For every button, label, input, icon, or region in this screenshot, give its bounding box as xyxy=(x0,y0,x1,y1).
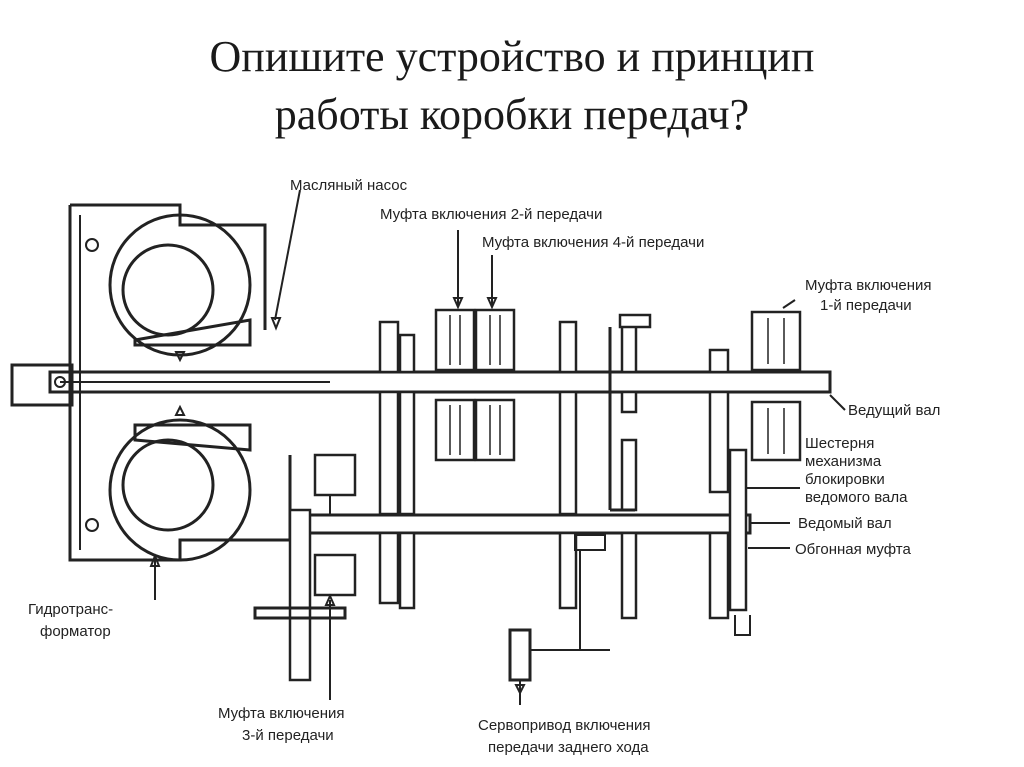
output-shaft-gears xyxy=(288,438,748,682)
label-clutch-2: Муфта включения 2-й передачи xyxy=(380,206,602,223)
label-clutch-1-line2: 1-й передачи xyxy=(820,297,912,314)
lock-mechanism xyxy=(574,313,652,551)
label-reverse-servo-line2: передачи заднего хода xyxy=(488,739,649,756)
label-lock-gear-line4: ведомого вала xyxy=(805,489,908,506)
clutch-3-shaft xyxy=(253,606,347,620)
label-oil-pump: Масляный насос xyxy=(290,177,408,194)
label-torque-converter-line1: Гидротранс- xyxy=(28,601,113,618)
label-clutch-3-line2: 3-й передачи xyxy=(242,727,334,744)
label-lock-gear-line2: механизма xyxy=(805,453,882,470)
slide-title: Опишите устройство и принцип работы коро… xyxy=(0,28,1024,144)
gearbox-diagram: Масляный насос Муфта включения 2-й перед… xyxy=(10,177,940,756)
label-lock-gear-line1: Шестерня xyxy=(805,435,874,452)
label-lock-gear-line3: блокировки xyxy=(805,471,885,488)
clutch-1-pack xyxy=(750,310,802,462)
label-clutch-1-line1: Муфта включения xyxy=(805,277,932,294)
label-overrun-clutch: Обгонная муфта xyxy=(795,541,911,558)
output-shaft-end xyxy=(734,615,751,636)
label-clutch-3-line1: Муфта включения xyxy=(218,705,345,722)
label-input-shaft: Ведущий вал xyxy=(848,402,940,419)
title-line-1: Опишите устройство и принцип xyxy=(209,32,815,81)
label-reverse-servo-line1: Сервопривод включения xyxy=(478,717,651,734)
output-shaft xyxy=(298,513,752,535)
leader-lines xyxy=(149,189,846,700)
label-torque-converter-line2: форматор xyxy=(40,623,111,640)
label-output-shaft: Ведомый вал xyxy=(798,515,892,532)
label-clutch-4: Муфта включения 4-й передачи xyxy=(482,234,704,251)
input-shaft-gears xyxy=(378,320,730,516)
title-line-2: работы коробки передач? xyxy=(274,90,750,139)
clutch-2-4-pack xyxy=(434,308,516,462)
input-shaft xyxy=(10,363,832,407)
reverse-servo xyxy=(508,550,610,705)
